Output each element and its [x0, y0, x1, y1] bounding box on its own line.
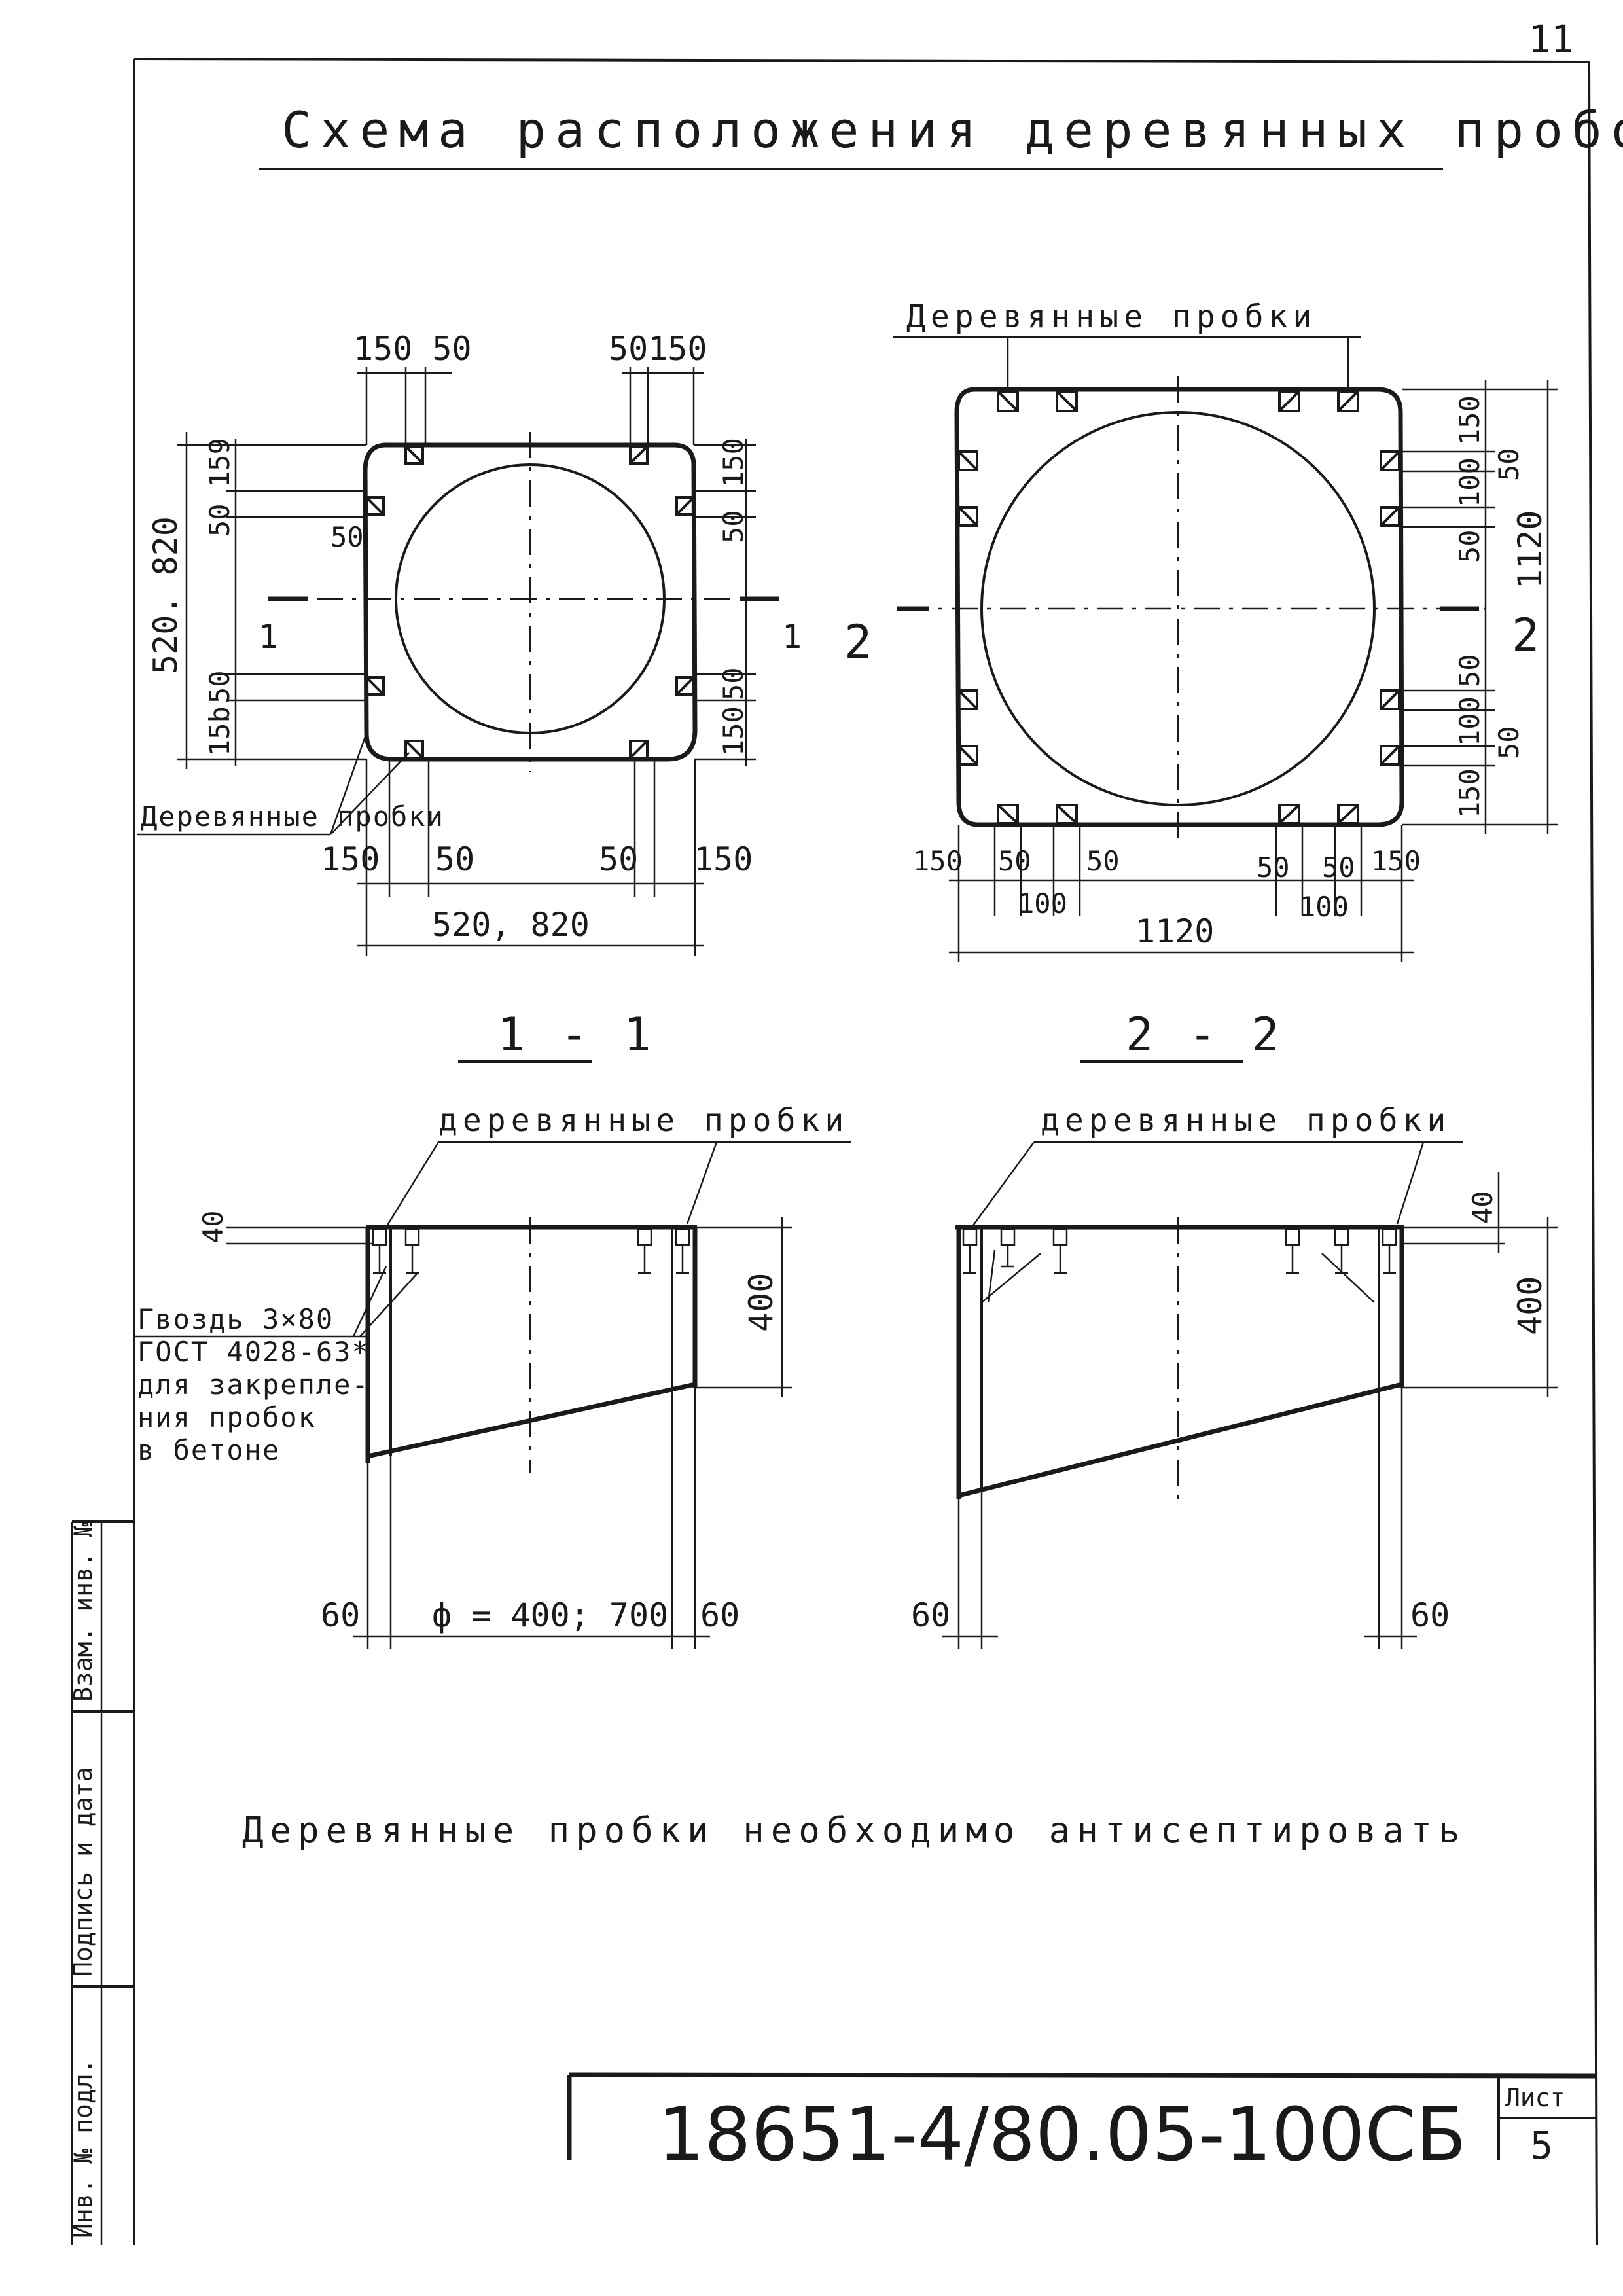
- corner-page-number: 11: [1528, 17, 1574, 62]
- nail-note-line-4: ния пробок: [137, 1401, 316, 1433]
- plan2-section-mark-right: 2: [1512, 609, 1543, 662]
- plan1-inner-dim: 50: [330, 521, 364, 553]
- section1-heading: 1 - 1: [497, 1008, 655, 1062]
- plan1-right-dim-1: 150: [717, 438, 749, 488]
- plan2-bottom-dim-8: 100: [1299, 891, 1349, 923]
- plan2-right-dim-7: 50: [1493, 726, 1525, 759]
- plan2-right-dim-8: 150: [1454, 768, 1486, 818]
- plan1-left-dim-2: 50: [204, 503, 236, 537]
- plan2-right-dim-1: 150: [1454, 395, 1486, 445]
- nail-note-line-2: ГОСТ 4028-63*: [137, 1336, 370, 1368]
- plan1-left-dim-3: 50: [204, 670, 236, 704]
- plan1-section-mark-left: 1: [259, 618, 278, 656]
- plan1-top-right-dims: 50150: [609, 330, 707, 368]
- plan1-right-dim-4: 150: [717, 706, 749, 756]
- section-2: 2 - 2 деревянные пробки 40: [911, 1008, 1558, 1649]
- plan1-right-dim-2: 50: [717, 510, 749, 543]
- side-stamp: Инв. № подл. Подпись и дата Взам. инв. №: [69, 1489, 135, 2245]
- plan1-left-dim-4: 15b: [204, 706, 236, 756]
- section2-callout: деревянные пробки: [1041, 1102, 1451, 1139]
- plan2-right-dim-6: 100: [1454, 696, 1486, 746]
- plan2-plugs: [957, 390, 1400, 825]
- sheet-label: Лист: [1505, 2083, 1565, 2112]
- plan1-bottom-dim-3: 50: [599, 840, 638, 878]
- section2-heading: 2 - 2: [1126, 1008, 1283, 1062]
- section1-dim-height: 400: [742, 1273, 780, 1332]
- plan1-top-left-dims: 150 50: [353, 330, 472, 368]
- section1-dim-top: 40: [197, 1210, 229, 1244]
- general-note: Деревянные пробки необходимо антисептиро…: [242, 1810, 1466, 1851]
- plan2-bottom-dim-6: 50: [1322, 852, 1355, 884]
- plan1-bottom-dim-1: 150: [321, 840, 380, 878]
- plan2-bottom-overall: 1120: [1135, 912, 1214, 950]
- plan2-bottom-dim-2: 50: [998, 845, 1031, 877]
- plan2-bottom-dim-7: 150: [1371, 845, 1421, 877]
- plan1-right-dim-3: 50: [717, 667, 749, 700]
- section1-dim-wall-right: 60: [700, 1596, 740, 1634]
- plan1-left-overall: 520. 820: [147, 516, 185, 674]
- plan2-right-dim-4: 50: [1454, 529, 1486, 563]
- section-1: 1 - 1 деревянные пробки 40 400: [134, 1008, 851, 1649]
- plan2-section-mark-left: 2: [844, 615, 876, 669]
- plan2-bottom-dim-5: 50: [1257, 852, 1290, 884]
- plan2-right-dim-3: 100: [1454, 457, 1486, 507]
- drawing-code: 18651-4/80.05-100СБ: [658, 2092, 1467, 2178]
- nail-note: Гвоздь 3×80 ГОСТ 4028-63* для закрепле- …: [134, 1266, 418, 1466]
- plan1-section-mark-right: 1: [782, 618, 802, 656]
- title-block: 18651-4/80.05-100СБ Лист 5: [658, 2083, 1565, 2178]
- plan1-bottom-overall: 520, 820: [432, 906, 590, 944]
- section1-dim-wall-left: 60: [321, 1596, 360, 1634]
- section2-plug-marks: [962, 1228, 1397, 1303]
- nail-note-line-5: в бетоне: [137, 1434, 280, 1466]
- plan2-right-dim-5: 50: [1454, 654, 1486, 687]
- section2-dim-wall-right: 60: [1410, 1596, 1450, 1634]
- plan-1: 150 50 50150 520. 820 159 50 50 15b 50 1…: [137, 330, 802, 956]
- section2-dim-wall-left: 60: [911, 1596, 950, 1634]
- plan2-bottom-dim-4: 100: [1018, 888, 1067, 920]
- plan2-bottom-dim-1: 150: [913, 845, 963, 877]
- section1-callout: деревянные пробки: [438, 1102, 849, 1139]
- plan2-right-overall: 1120: [1511, 511, 1549, 589]
- plan1-plugs: [365, 445, 695, 759]
- stamp-inv-podl: Инв. № подл.: [69, 2058, 98, 2238]
- plan1-callout: Деревянные пробки: [141, 800, 444, 833]
- nail-note-line-3: для закрепле-: [137, 1369, 370, 1401]
- plan2-right-dim-2: 50: [1493, 448, 1525, 481]
- sheet-number: 5: [1530, 2123, 1553, 2168]
- stamp-vzam-inv: Взам. инв. №: [69, 1522, 98, 1702]
- nail-note-line-1: Гвоздь 3×80: [137, 1303, 334, 1335]
- stamp-signature-date: Подпись и дата: [69, 1767, 98, 1977]
- section2-dim-top: 40: [1467, 1191, 1499, 1224]
- plan-2: Деревянные пробки 150 50 100 50 1120 50 …: [844, 298, 1558, 962]
- section2-dim-height: 400: [1511, 1276, 1549, 1335]
- section1-dim-diameter: ф = 400; 700: [432, 1596, 668, 1634]
- sheet-frame: [133, 58, 1598, 2246]
- plan2-bottom-dim-3: 50: [1086, 845, 1120, 877]
- plan1-bottom-dim-4: 150: [694, 840, 753, 878]
- drawing-title: Схема расположения деревянных пробок: [281, 101, 1623, 159]
- plan1-bottom-dim-2: 50: [435, 840, 474, 878]
- plan1-left-dim-1: 159: [204, 438, 236, 488]
- plan2-callout: Деревянные пробки: [906, 298, 1317, 335]
- section1-plug-marks: [372, 1228, 690, 1274]
